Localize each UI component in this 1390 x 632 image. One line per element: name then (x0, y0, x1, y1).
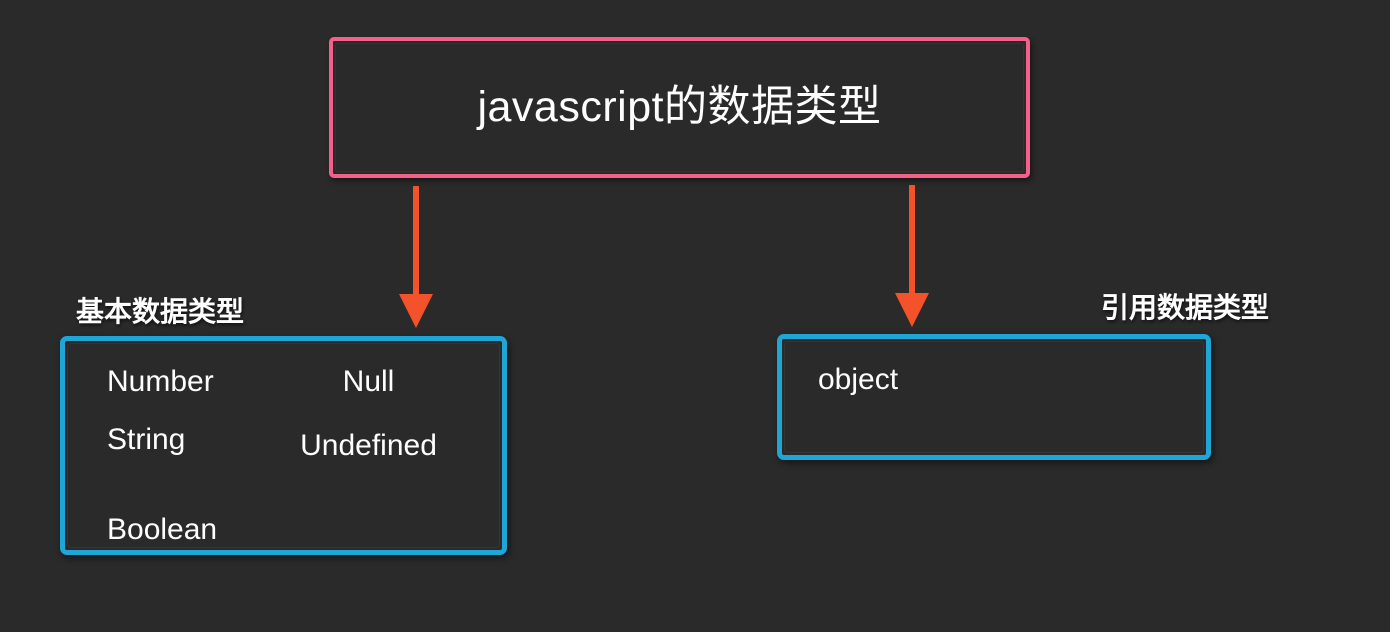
page-title: javascript的数据类型 (477, 83, 882, 131)
reference-types-list: object (818, 365, 898, 395)
reference-types-box: object (777, 334, 1211, 460)
primitive-types-caption: 基本数据类型 (76, 296, 245, 327)
reference-box-inner-outline (784, 341, 1204, 453)
list-item: Undefined (300, 429, 437, 462)
list-item: Boolean (107, 513, 218, 546)
arrow-to-reference-icon (895, 185, 929, 327)
list-item: Number (107, 365, 214, 398)
title-node: javascript的数据类型 (329, 37, 1030, 178)
list-item: Null (342, 365, 395, 398)
list-item: String (107, 423, 186, 456)
list-item: object (818, 363, 899, 396)
primitive-types-list: Number String Boolean Null Undefined (65, 341, 502, 550)
reference-types-caption: 引用数据类型 (1101, 292, 1270, 323)
arrow-to-primitive-icon (399, 186, 433, 328)
primitive-types-box: Number String Boolean Null Undefined (60, 336, 507, 555)
primitive-column-right: Null Undefined (265, 367, 502, 550)
primitive-column-left: Number String Boolean (65, 367, 265, 550)
